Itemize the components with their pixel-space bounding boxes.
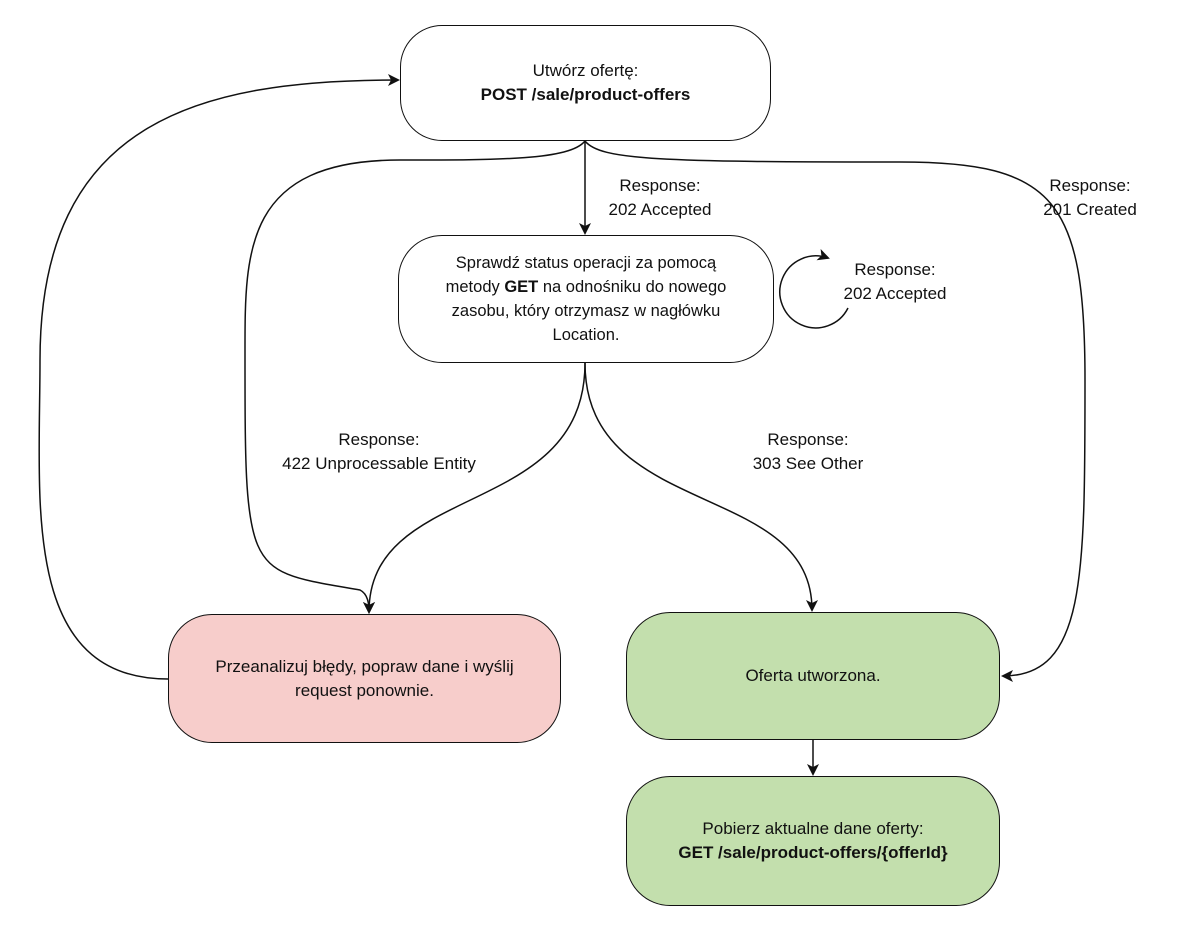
label-303-see-other: Response: 303 See Other xyxy=(753,428,864,476)
label-loop-202-line1: Response: xyxy=(854,260,936,279)
node-check-status-line2-post: na odnośniku do nowego xyxy=(538,278,727,296)
node-fix-errors-line2: request ponownie. xyxy=(295,680,434,700)
node-check-status-get: GET xyxy=(504,278,539,296)
node-check-status: Sprawdź status operacji za pomocą metody… xyxy=(398,235,774,363)
node-check-status-line4: Location. xyxy=(552,326,620,344)
label-loop-202-accepted: Response: 202 Accepted xyxy=(843,258,946,306)
node-offer-created: Oferta utworzona. xyxy=(626,612,1000,740)
node-check-status-line3: zasobu, który otrzymasz w nagłówku xyxy=(451,302,721,320)
label-422-line2: 422 Unprocessable Entity xyxy=(282,454,476,473)
node-create-offer-endpoint: POST /sale/product-offers xyxy=(480,85,691,104)
node-create-offer-line1: Utwórz ofertę: xyxy=(532,61,639,80)
label-201-created: Response: 201 Created xyxy=(1043,174,1137,222)
label-422-unprocessable: Response: 422 Unprocessable Entity xyxy=(282,428,476,476)
label-422-line1: Response: xyxy=(338,430,420,449)
edge-check-to-fix xyxy=(363,362,586,614)
node-offer-created-line1: Oferta utworzona. xyxy=(745,666,881,685)
label-303-line2: 303 See Other xyxy=(752,454,864,473)
node-get-offer-endpoint: GET /sale/product-offers/{offerId} xyxy=(678,843,948,862)
node-check-status-line1: Sprawdź status operacji za pomocą xyxy=(455,254,717,272)
node-check-status-line2: metody GET na odnośniku do nowego xyxy=(446,275,727,299)
label-loop-202-line2: 202 Accepted xyxy=(843,284,947,303)
edge-check-to-created xyxy=(584,362,818,612)
label-303-line1: Response: xyxy=(767,430,849,449)
label-202-accepted: Response: 202 Accepted xyxy=(608,174,711,222)
label-201-created-line1: Response: xyxy=(1049,176,1131,195)
label-202-accepted-line2: 202 Accepted xyxy=(608,200,712,219)
edge-create-to-fix xyxy=(244,140,586,614)
label-201-created-line2: 201 Created xyxy=(1043,200,1137,219)
edge-fix-to-create xyxy=(38,74,400,680)
node-fix-errors-line1: Przeanalizuj błędy, popraw dane i wyślij xyxy=(215,656,514,676)
node-check-status-line2-pre: metody xyxy=(445,278,505,296)
node-get-offer: Pobierz aktualne dane oferty: GET /sale/… xyxy=(626,776,1000,906)
self-loop-202 xyxy=(779,248,849,329)
label-202-accepted-line1: Response: xyxy=(619,176,701,195)
node-get-offer-line1: Pobierz aktualne dane oferty: xyxy=(702,819,924,838)
node-fix-errors: Przeanalizuj błędy, popraw dane i wyślij… xyxy=(168,614,561,743)
edge-create-to-created xyxy=(584,140,1086,682)
node-create-offer: Utwórz ofertę: POST /sale/product-offers xyxy=(400,25,771,141)
